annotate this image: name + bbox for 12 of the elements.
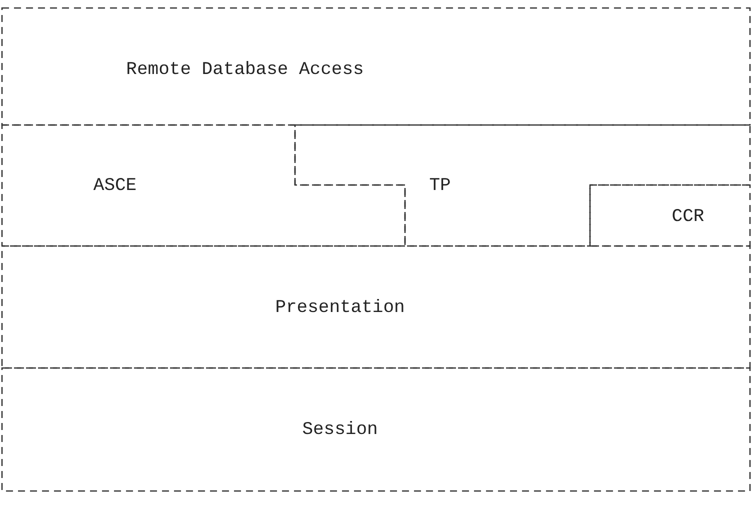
layer-box <box>2 8 750 125</box>
layer-box <box>2 246 750 368</box>
layer-box <box>590 185 750 246</box>
layer-label: Remote Database Access <box>126 60 364 80</box>
layer-box <box>2 125 405 246</box>
layer-label: ASCE <box>93 176 137 196</box>
layer-box <box>2 368 750 491</box>
layer-label: TP <box>429 176 451 196</box>
layer-label: Session <box>302 420 378 440</box>
layer-label: CCR <box>672 207 704 227</box>
layer-box <box>295 125 750 246</box>
layer-label: Presentation <box>275 298 405 318</box>
